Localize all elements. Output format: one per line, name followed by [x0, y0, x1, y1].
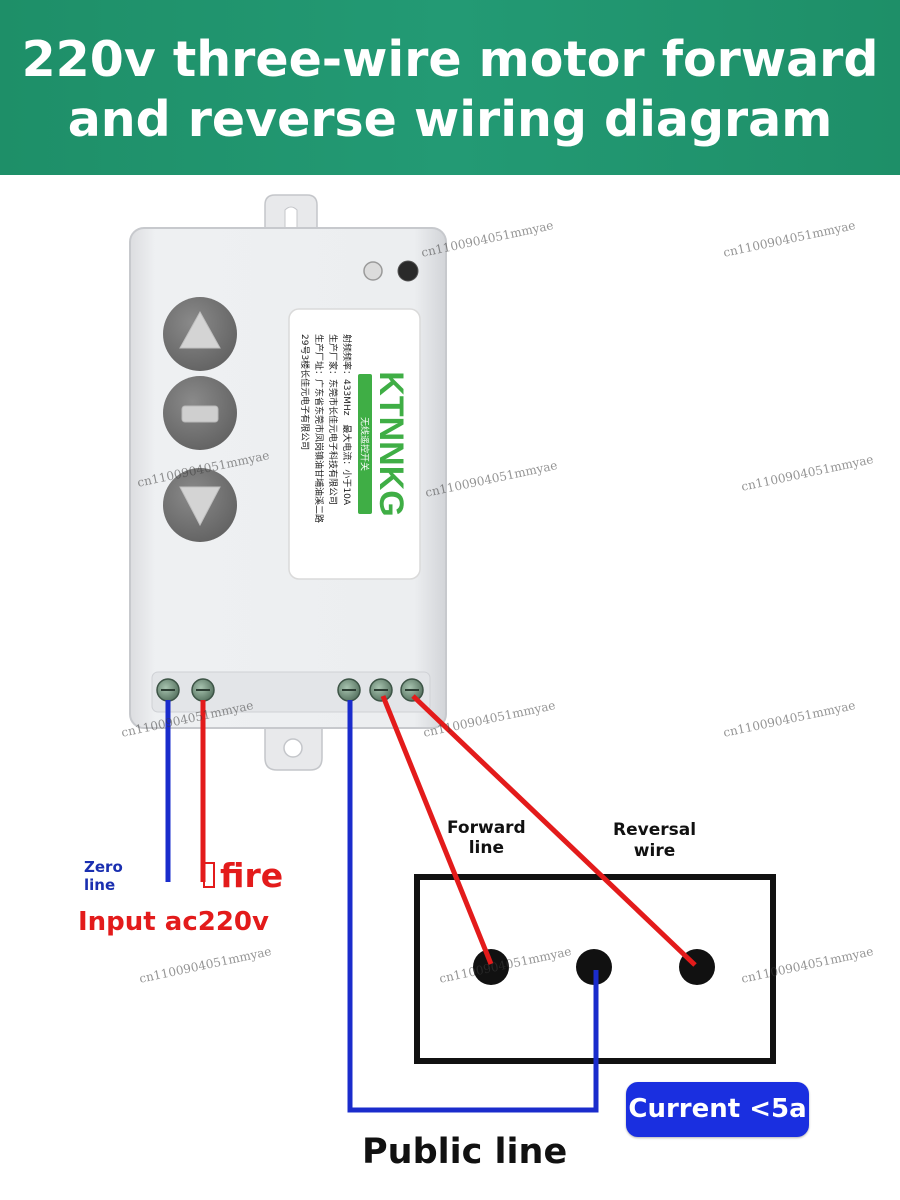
down-arrow-icon — [179, 486, 221, 527]
public-wire — [347, 700, 599, 1113]
label-line-2: 生产厂家：东莞市长佳元电子科技有限公司 — [327, 334, 339, 505]
up-arrow-icon — [179, 310, 221, 349]
pair-button — [397, 260, 419, 282]
motor-terminal-common — [576, 949, 612, 985]
reversal-wire — [411, 694, 697, 967]
brand-subtitle-bg — [358, 374, 372, 514]
label-line-3: 生产厂址：广东省东莞市凤岗镇油甘埔油溪二路 — [313, 334, 325, 523]
bottom-mount-hole — [283, 738, 303, 758]
stop-square-icon — [181, 405, 219, 423]
reversal-wire-label: Reversal wire — [613, 820, 697, 861]
forward-wire — [380, 695, 494, 965]
title-line-2: and reverse wiring diagram — [67, 91, 833, 148]
brand-subtitle: 无线遥控开关 — [359, 417, 371, 471]
forward-line-label: Forward line — [447, 818, 526, 858]
input-label: Input ac220v — [78, 907, 269, 937]
product-label-text: KTNNKG 无线遥控开关 射频频率：433MHz 最大电流：小于10A 生产厂… — [299, 334, 410, 523]
motor-terminal-forward — [473, 949, 509, 985]
current-badge: Current <5a — [626, 1082, 809, 1137]
title-line-1: 220v three-wire motor forward — [21, 31, 879, 88]
header-banner: 220v three-wire motor forward and revers… — [0, 0, 900, 175]
terminal-strip — [151, 671, 431, 713]
public-line-label: Public line — [362, 1132, 568, 1172]
terminal-screws — [156, 678, 424, 702]
zero-line-label: Zero line — [84, 858, 123, 894]
label-line-4: 29号3楼长佳元电子有限公司 — [299, 334, 311, 450]
led-indicator — [363, 261, 383, 281]
fire-label: fire — [220, 856, 284, 895]
label-line-1: 射频频率：433MHz 最大电流：小于10A — [341, 334, 353, 506]
brand-text: KTNNKG — [372, 371, 410, 516]
product-label — [288, 308, 421, 580]
top-mount-slot — [284, 206, 298, 233]
missing-glyph-icon — [203, 862, 215, 888]
